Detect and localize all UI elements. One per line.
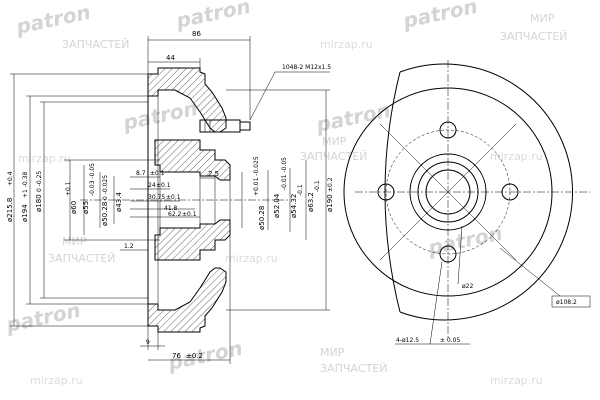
diagonal-line <box>379 123 517 261</box>
drum-wall-bottom <box>147 267 227 333</box>
dim-d2: ø194 <box>21 204 29 222</box>
bolt-circle-box <box>551 295 591 308</box>
hub-top <box>154 139 231 181</box>
front-view: ø108.2 ø22 4-ø12.5 ± 0.05 <box>343 60 591 345</box>
dim-bottom-width: 76 <box>172 352 181 360</box>
holes-tol: ± 0.05 <box>440 337 460 344</box>
dim-r5: ø190 <box>326 194 334 212</box>
watermark-layer: patron ЗАПЧАСТЕЙ patron mirzap.ru patron… <box>3 0 567 387</box>
leader-line <box>249 71 276 121</box>
dim-hub-a: ø60 <box>70 201 78 214</box>
watermark-text: МИР <box>322 135 347 148</box>
bolt-hole-left <box>377 183 395 201</box>
dim-inner-a-tol: ±0.1 <box>150 170 165 177</box>
dim-inner-e: 62.2 <box>168 211 182 218</box>
watermark-text: ЗАПЧАСТЕЙ <box>300 150 368 163</box>
bolt-hole-right <box>501 183 519 201</box>
watermark-url: mirzap.ru <box>18 152 71 165</box>
thread-callout: 1048-2 M12x1.5 <box>282 64 331 71</box>
wheel-stud-thread <box>239 121 251 131</box>
dim-inner-b-tol: ±0.1 <box>156 182 171 189</box>
watermark-text: МИР <box>62 235 87 248</box>
leader-line <box>457 225 463 285</box>
dim-hub-b: ø55 <box>82 201 90 214</box>
dim-inner-e-tol: ±0.1 <box>182 211 197 218</box>
leader-line <box>499 247 561 297</box>
dim-d2-tol: +1 -0.38 <box>22 172 29 198</box>
watermark-logo: patron <box>13 0 93 39</box>
dim-inner-b: 24 <box>148 182 156 189</box>
dim-bottom-width-tol: ±0.2 <box>186 352 203 360</box>
dim-wall: 1.2 <box>124 243 134 250</box>
dim-inner-a: 8.7 <box>136 170 146 177</box>
dim-hub-c-tol: 0 -0.025 <box>102 175 109 200</box>
watermark-logo: patron <box>400 0 480 33</box>
bolt-hole-top <box>439 121 457 139</box>
holes-label: 4-ø12.5 <box>396 337 419 344</box>
bolt-hole-bottom <box>439 245 457 263</box>
dim-hub-a-tol: +0.1 <box>65 181 72 196</box>
hub-inner <box>417 161 479 223</box>
drum-outer-circle <box>399 63 573 321</box>
drum-inner-circle <box>343 87 553 297</box>
dim-d3-tol: 0 -0.25 <box>36 171 43 192</box>
dim-r2: ø52.04 <box>273 193 281 218</box>
watermark-text: ЗАПЧАСТЕЙ <box>500 30 568 43</box>
dim-flange: 9 <box>146 339 150 346</box>
watermark-logo: patron <box>120 96 200 135</box>
dim-inner-d: 41.8 <box>164 205 178 212</box>
dim-r4: ø63.2 <box>307 192 315 212</box>
watermark-text: МИР <box>320 346 345 359</box>
dim-overall-width: 86 <box>192 30 201 38</box>
dim-inner-f: 2.5 <box>208 170 219 178</box>
watermark-logo: patron <box>173 0 253 33</box>
watermark-text: МИР <box>530 12 555 25</box>
dim-hub-b-tol: -0.03 -0.05 <box>89 163 96 196</box>
watermark-text: ЗАПЧАСТЕЙ <box>320 362 388 375</box>
dim-r1-tol: +0.01 -0.025 <box>253 156 260 196</box>
watermark-logo: patron <box>425 221 505 260</box>
dim-d1: ø215.8 <box>6 198 14 222</box>
bolt-circle-label: ø108.2 <box>556 299 577 306</box>
section-view: 86 44 1048-2 M12x1.5 ø215.8 +0.4 ø194 +1… <box>6 30 334 364</box>
watermark-text: ЗАПЧАСТЕЙ <box>62 38 130 51</box>
dim-r4-tol: -0.1 <box>314 180 321 192</box>
dim-hub-d: ø43.4 <box>115 192 123 212</box>
watermark-url: mirzap.ru <box>490 150 543 163</box>
dim-hub-width: 44 <box>166 54 175 62</box>
drum-cut-edge <box>384 71 401 313</box>
watermark-url: mirzap.ru <box>225 252 278 265</box>
watermark-url: mirzap.ru <box>30 374 83 387</box>
dim-r1: ø50.28 <box>258 206 266 230</box>
dim-r5-tol: ±0.2 <box>327 177 334 192</box>
dim-inner-c-tol: ±0.1 <box>166 194 181 201</box>
watermark-logo: patron <box>313 98 393 137</box>
dim-r3: ø54.32 <box>290 194 298 218</box>
dim-r2-tol: -0.01 -0.05 <box>281 157 288 190</box>
dim-d3: ø180 <box>35 194 43 212</box>
drum-wall-top <box>147 67 227 133</box>
center-bore <box>425 169 471 215</box>
watermark-text: ЗАПЧАСТЕЙ <box>48 252 116 265</box>
dim-r3-tol: -0.1 <box>297 184 304 196</box>
bolt-circle <box>385 129 511 255</box>
watermark-url: mirzap.ru <box>320 38 373 51</box>
dim-d1-tol: +0.4 <box>7 171 14 186</box>
watermark-logo: patron <box>3 298 83 337</box>
center-bore-label: ø22 <box>462 283 473 290</box>
leader-line <box>429 261 443 345</box>
hub-bottom <box>154 219 231 261</box>
dim-hub-c: ø50.28 <box>101 202 109 226</box>
hub-outer <box>409 153 487 231</box>
dim-inner-c: 30.75 <box>148 194 165 201</box>
watermark-url: mirzap.ru <box>490 374 543 387</box>
